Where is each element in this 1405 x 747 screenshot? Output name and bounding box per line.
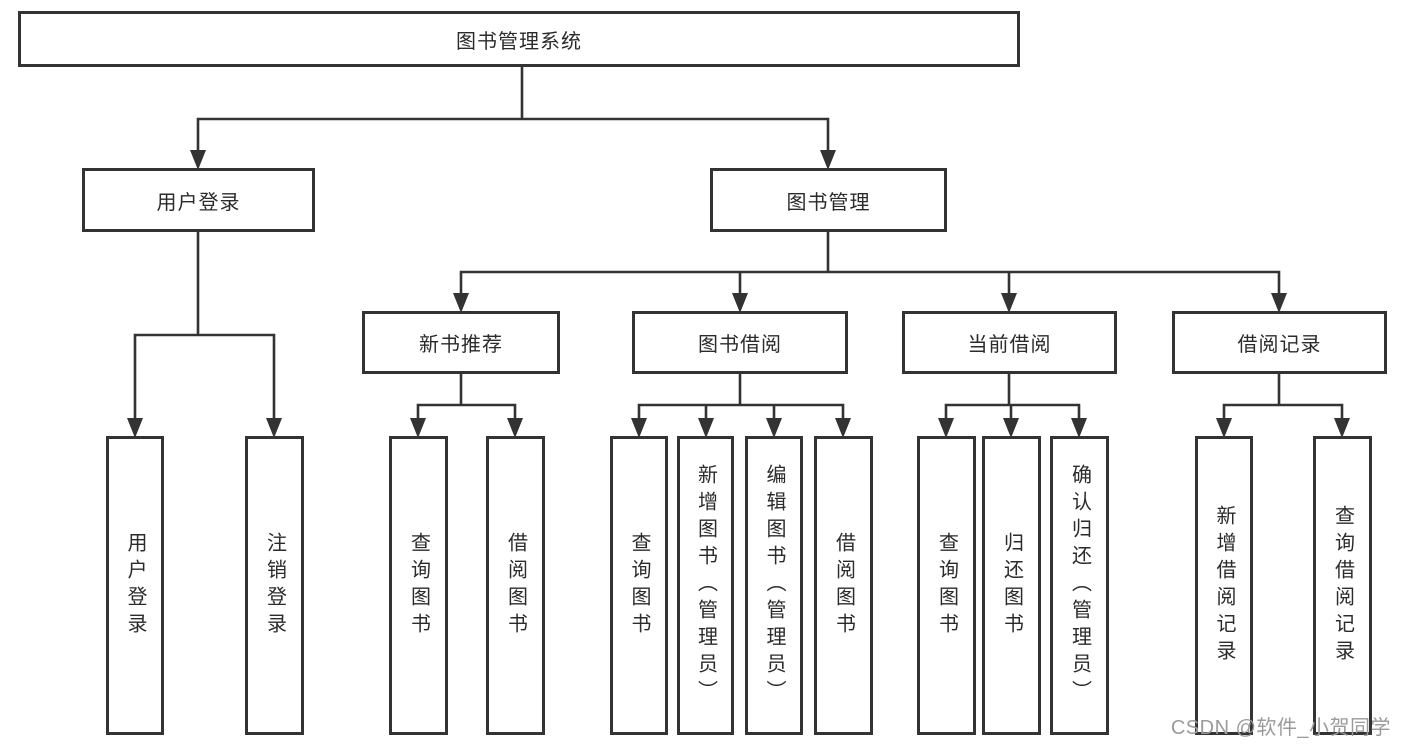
node-label: 查询图书 [407, 531, 430, 640]
node-book-management: 图书管理 [710, 168, 947, 232]
node-label: 图书管理 [786, 191, 871, 214]
node-label: 确认归还（管理员） [1068, 464, 1091, 707]
node-book-borrow: 图书借阅 [632, 311, 848, 374]
node-label: 查询借阅记录 [1331, 504, 1354, 667]
leaf-logout: 注销登录 [245, 436, 304, 735]
node-new-book-recommend: 新书推荐 [362, 311, 560, 374]
node-root: 图书管理系统 [18, 11, 1020, 67]
node-label: 新增图书（管理员） [694, 464, 717, 707]
leaf-borrow-books: 借阅图书 [814, 436, 873, 735]
leaf-add-books-admin: 新增图书（管理员） [677, 436, 734, 735]
node-label: 借阅记录 [1237, 334, 1322, 356]
leaf-borrow-books-recommend: 借阅图书 [486, 436, 545, 735]
csdn-watermark: CSDN @软件_小贺同学 [1170, 717, 1391, 739]
leaf-query-books-borrow: 查询图书 [610, 436, 668, 735]
node-current-borrow: 当前借阅 [902, 311, 1117, 374]
node-label: 注销登录 [263, 531, 286, 640]
leaf-edit-books-admin: 编辑图书（管理员） [745, 436, 803, 735]
node-label: 查询图书 [628, 531, 650, 640]
leaf-add-borrow-record: 新增借阅记录 [1195, 436, 1253, 735]
node-label: 新增借阅记录 [1213, 504, 1235, 667]
leaf-query-borrow-record: 查询借阅记录 [1313, 436, 1372, 735]
leaf-confirm-return-admin: 确认归还（管理员） [1050, 436, 1109, 735]
leaf-return-books: 归还图书 [982, 436, 1041, 735]
node-user-login: 用户登录 [82, 168, 315, 232]
node-label: 图书管理系统 [456, 30, 582, 53]
node-label: 图书借阅 [698, 334, 782, 356]
node-label: 用户登录 [124, 531, 146, 640]
node-label: 归还图书 [1000, 531, 1023, 640]
node-label: 用户登录 [156, 191, 241, 214]
node-label: 当前借阅 [967, 334, 1052, 356]
leaf-user-login: 用户登录 [106, 436, 164, 735]
node-label: 编辑图书（管理员） [763, 464, 785, 707]
node-label: 借阅图书 [832, 531, 855, 640]
leaf-query-books-current: 查询图书 [917, 436, 976, 735]
node-label: 借阅图书 [504, 531, 527, 640]
node-label: 查询图书 [935, 531, 958, 640]
node-label: 新书推荐 [419, 334, 503, 356]
leaf-query-books-recommend: 查询图书 [389, 436, 448, 735]
node-borrow-records: 借阅记录 [1172, 311, 1387, 374]
